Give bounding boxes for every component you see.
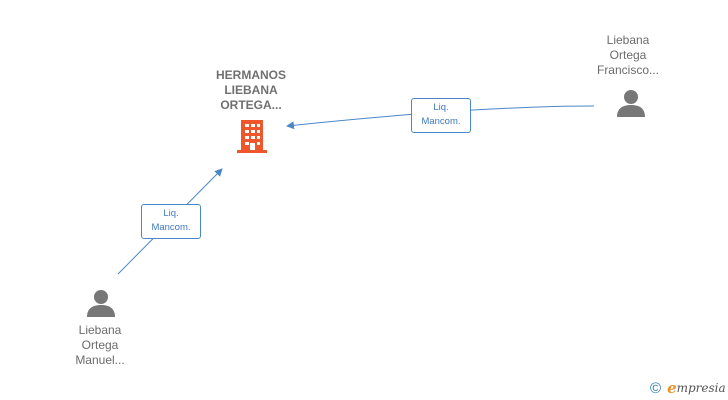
relation-label-line: Liq. — [163, 208, 179, 219]
person-name-manuel[interactable]: Liebana Ortega Manuel... — [50, 323, 150, 368]
person-name-line: Ortega — [609, 48, 647, 62]
relation-label-line: Mancom. — [151, 222, 191, 233]
company-name-line: ORTEGA... — [220, 98, 282, 112]
company-name[interactable]: HERMANOS LIEBANA ORTEGA... — [196, 68, 306, 113]
person-name-line: Liebana — [78, 323, 122, 337]
company-name-line: HERMANOS — [215, 68, 286, 82]
brand-logo-initial: e — [667, 379, 677, 397]
building-icon[interactable] — [237, 118, 267, 154]
company-name-line: LIEBANA — [224, 83, 278, 97]
person-name-line: Ortega — [81, 338, 119, 352]
person-name-francisco[interactable]: Liebana Ortega Francisco... — [578, 33, 678, 78]
relation-label-line: Liq. — [433, 102, 449, 113]
person-name-line: Liebana — [606, 33, 650, 47]
person-name-line: Francisco... — [596, 63, 659, 77]
brand-logo-text: mpresia — [676, 381, 726, 395]
relation-label-line: Mancom. — [421, 116, 461, 127]
person-icon[interactable] — [616, 88, 646, 118]
relation-label-francisco[interactable]: Liq. Mancom. — [411, 98, 471, 133]
empresia-watermark: © e mpresia — [650, 378, 726, 398]
relation-label-manuel[interactable]: Liq. Mancom. — [141, 204, 201, 239]
person-name-line: Manuel... — [75, 353, 125, 367]
copyright-symbol: © — [650, 379, 662, 397]
person-icon[interactable] — [86, 288, 116, 318]
